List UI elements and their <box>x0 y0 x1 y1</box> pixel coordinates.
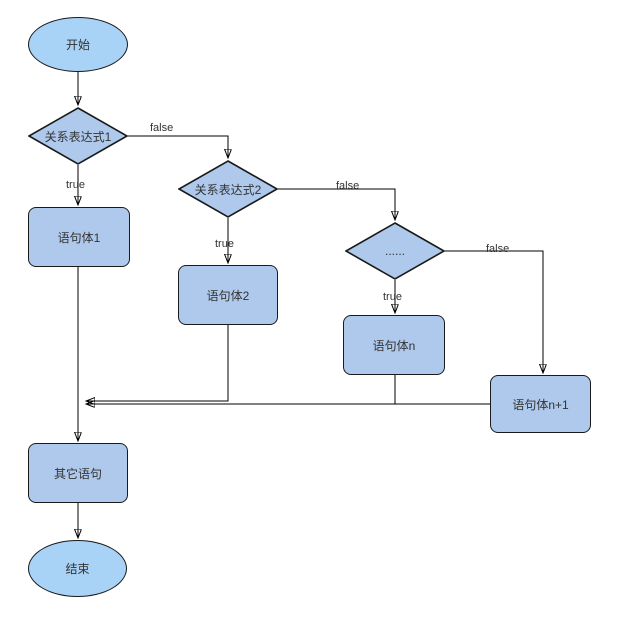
node-body1-label: 语句体1 <box>57 230 101 245</box>
edge-label-cond2-true: true <box>215 238 234 250</box>
diamond-shape-icon <box>178 160 278 218</box>
diamond-shape-icon <box>345 222 445 280</box>
node-body-n-plus1-label: 语句体n+1 <box>512 397 569 412</box>
edge-cond3-false-to-bodyn1 <box>445 250 543 372</box>
node-body2: 语句体2 <box>178 265 278 325</box>
node-body1: 语句体1 <box>28 207 130 267</box>
node-body2-label: 语句体2 <box>206 288 250 303</box>
edge-label-cond3-false: false <box>486 243 510 255</box>
edge-body2-merge <box>87 325 229 401</box>
node-other-label: 其它语句 <box>53 466 102 481</box>
diamond-shape-icon <box>28 107 128 165</box>
node-end-label: 结束 <box>65 562 90 576</box>
edge-label-cond2-false: false <box>336 180 360 192</box>
edge-label-cond1-false: false <box>150 122 174 134</box>
node-cond2-label: 关系表达式2 <box>194 182 262 197</box>
edge-label-cond3-true: true <box>383 291 402 303</box>
node-cond1-label: 关系表达式1 <box>44 129 112 144</box>
node-body-n: 语句体n <box>343 315 445 375</box>
node-cond2: 关系表达式2 <box>178 160 278 218</box>
node-other: 其它语句 <box>28 443 128 503</box>
node-end: 结束 <box>28 540 127 597</box>
edge-label-cond1-true: true <box>66 179 85 191</box>
node-start-label: 开始 <box>65 38 90 52</box>
node-cond1: 关系表达式1 <box>28 107 128 165</box>
node-start: 开始 <box>28 17 128 72</box>
node-cond3: ...... <box>345 222 445 280</box>
edge-cond1-false-to-cond2 <box>128 135 228 157</box>
node-body-n-plus1: 语句体n+1 <box>490 375 591 433</box>
node-cond3-label: ...... <box>384 244 405 258</box>
node-body-n-label: 语句体n <box>372 338 416 353</box>
edge-cond2-false-to-cond3 <box>278 188 395 219</box>
